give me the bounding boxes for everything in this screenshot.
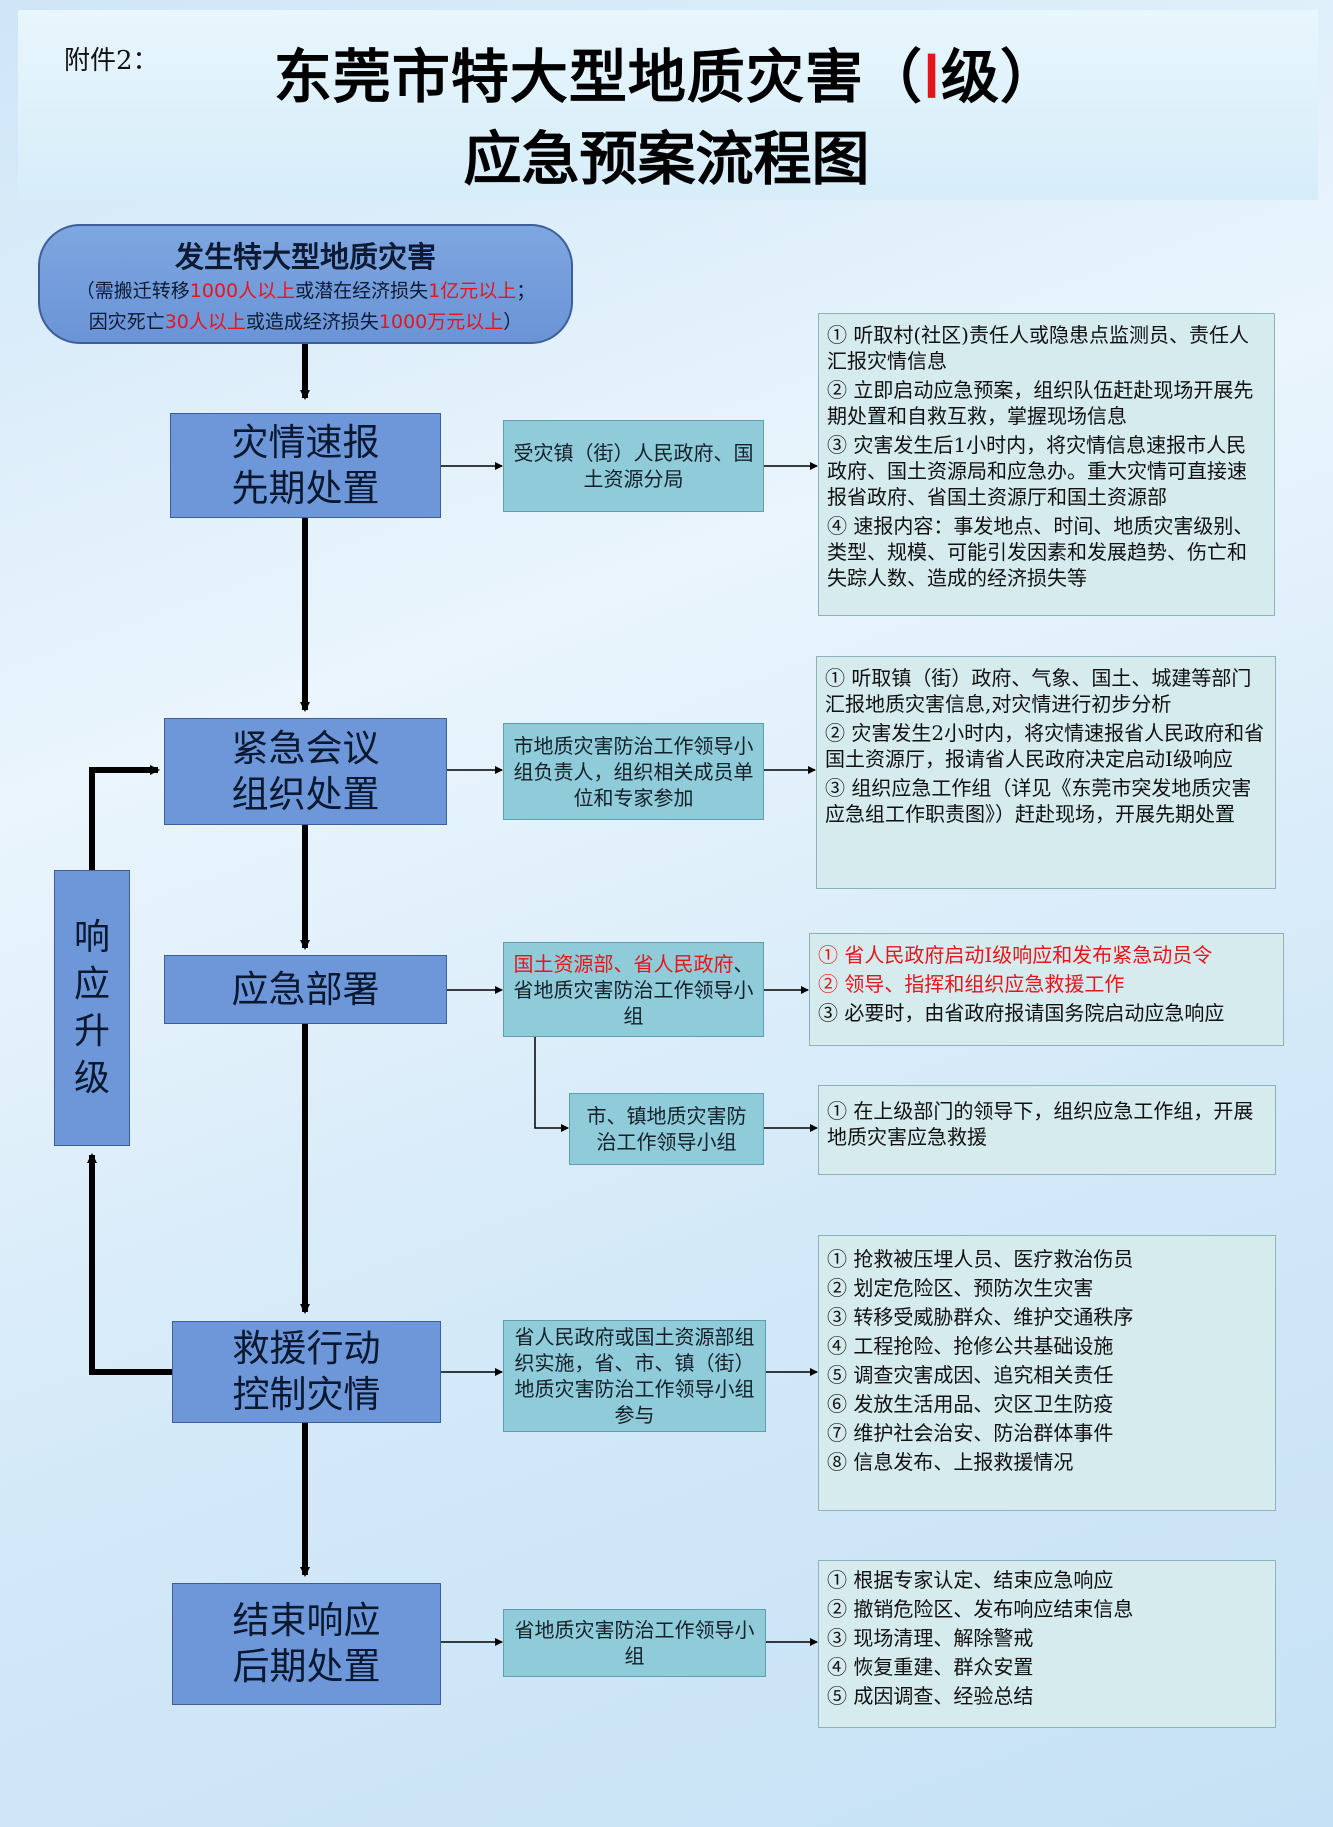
responder-s3: 国土资源部、省人民政府、省地质灾害防治工作领导小组	[503, 942, 764, 1037]
detail-item: ① 听取镇（街）政府、气象、国土、城建等部门汇报地质灾害信息,对灾情进行初步分析	[825, 666, 1252, 716]
detail-item: ① 省人民政府启动Ⅰ级响应和发布紧急动员令	[818, 943, 1213, 967]
detail-item: ③ 必要时，由省政府报请国务院启动应急响应	[818, 1001, 1225, 1025]
detail-item: ① 根据专家认定、结束应急响应	[827, 1568, 1114, 1592]
step-report-initial-response: 灾情速报 先期处置	[170, 413, 441, 518]
responder-s3b: 市、镇地质灾害防治工作领导小组	[569, 1093, 764, 1165]
detail-s5: ① 根据专家认定、结束应急响应 ② 撤销危险区、发布响应结束信息 ③ 现场清理、…	[818, 1560, 1276, 1728]
start-condition-line2: 因灾死亡30人以上或造成经济损失1000万元以上）	[88, 311, 523, 333]
side-connectors	[441, 462, 818, 1646]
detail-s3: ① 省人民政府启动Ⅰ级响应和发布紧急动员令 ② 领导、指挥和组织应急救援工作 ③…	[809, 933, 1284, 1046]
detail-item: ② 划定危险区、预防次生灾害	[827, 1276, 1094, 1300]
responder-s4: 省人民政府或国土资源部组织实施，省、市、镇（街）地质灾害防治工作领导小组参与	[503, 1320, 766, 1432]
detail-item: ④ 恢复重建、群众安置	[827, 1655, 1034, 1679]
step-emergency-deployment: 应急部署	[164, 955, 447, 1024]
detail-item: ③ 灾害发生后1小时内，将灾情信息速报市人民政府、国土资源局和应急办。重大灾情可…	[827, 433, 1247, 509]
escalation-arrows	[87, 765, 172, 1375]
detail-item: ② 立即启动应急预案，组织队伍赶赴现场开展先期处置和自救互救，掌握现场信息	[827, 378, 1254, 428]
detail-item: ④ 工程抢险、抢修公共基础设施	[827, 1334, 1114, 1358]
detail-item: ① 听取村(社区)责任人或隐患点监测员、责任人汇报灾情信息	[827, 323, 1249, 373]
responder-s1: 受灾镇（街）人民政府、国土资源分局	[503, 420, 764, 512]
detail-item: ③ 转移受威胁群众、维护交通秩序	[827, 1305, 1134, 1329]
step-end-response: 结束响应 后期处置	[172, 1583, 441, 1705]
detail-s4: ① 抢救被压埋人员、医疗救治伤员 ② 划定危险区、预防次生灾害 ③ 转移受威胁群…	[818, 1235, 1276, 1511]
detail-item: ② 领导、指挥和组织应急救援工作	[818, 972, 1125, 996]
start-title: 发生特大型地质灾害	[174, 240, 436, 274]
start-node: 发生特大型地质灾害 （需搬迁转移1000人以上或潜在经济损失1亿元以上； 因灾死…	[38, 224, 573, 344]
detail-s1: ① 听取村(社区)责任人或隐患点监测员、责任人汇报灾情信息 ② 立即启动应急预案…	[818, 313, 1275, 616]
attachment-label: 附件2：	[64, 46, 159, 76]
detail-item: ③ 现场清理、解除警戒	[827, 1626, 1034, 1650]
step-rescue-action: 救援行动 控制灾情	[172, 1321, 441, 1423]
detail-item: ⑤ 调查灾害成因、追究相关责任	[827, 1363, 1114, 1387]
detail-item: ⑥ 发放生活用品、灾区卫生防疫	[827, 1392, 1114, 1416]
responder-s5: 省地质灾害防治工作领导小组	[503, 1609, 766, 1677]
escalation-box: 响 应 升 级	[54, 870, 130, 1146]
detail-item: ⑤ 成因调查、经验总结	[827, 1684, 1034, 1708]
level-marker: Ⅰ	[922, 45, 942, 110]
start-condition-line1: （需搬迁转移1000人以上或潜在经济损失1亿元以上；	[75, 280, 536, 302]
detail-s2: ① 听取镇（街）政府、气象、国土、城建等部门汇报地质灾害信息,对灾情进行初步分析…	[816, 656, 1276, 889]
page-title-line2: 应急预案流程图	[463, 125, 870, 193]
detail-item: ① 抢救被压埋人员、医疗救治伤员	[827, 1247, 1134, 1271]
detail-item: ⑦ 维护社会治安、防治群体事件	[827, 1421, 1114, 1445]
detail-s3b: ① 在上级部门的领导下，组织应急工作组，开展地质灾害应急救援	[818, 1085, 1276, 1175]
page-title-line1: 东莞市特大型地质灾害（Ⅰ级）	[273, 43, 1060, 111]
detail-item: ③ 组织应急工作组（详见《东莞市突发地质灾害应急组工作职责图》）赶赴现场，开展先…	[825, 776, 1252, 826]
responder-s2: 市地质灾害防治工作领导小组负责人，组织相关成员单位和专家参加	[503, 723, 764, 820]
detail-item: ② 撤销危险区、发布响应结束信息	[827, 1597, 1134, 1621]
detail-item: ④ 速报内容：事发地点、时间、地质灾害级别、类型、规模、可能引发因素和发展趋势、…	[827, 514, 1254, 590]
step-emergency-meeting: 紧急会议 组织处置	[164, 718, 447, 825]
detail-item: ② 灾害发生2小时内，将灾情速报省人民政府和省国土资源厅，报请省人民政府决定启动…	[825, 721, 1265, 771]
detail-item: ⑧ 信息发布、上报救援情况	[827, 1450, 1074, 1474]
detail-item: ① 在上级部门的领导下，组织应急工作组，开展地质灾害应急救援	[827, 1099, 1254, 1149]
header-panel	[18, 10, 1318, 200]
